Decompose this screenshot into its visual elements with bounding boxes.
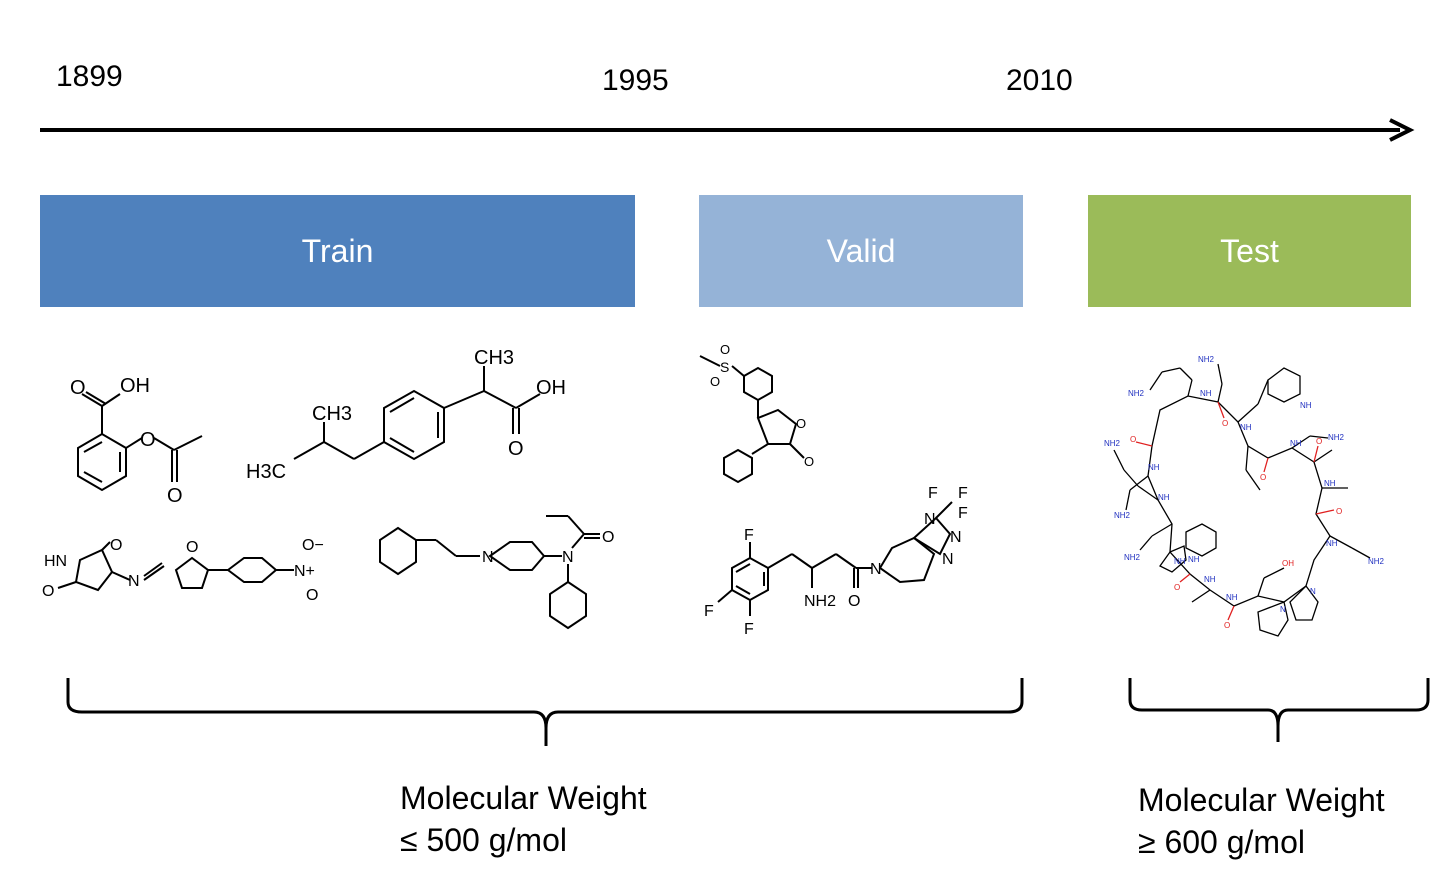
atom-label: HN [44,553,67,570]
atom-label: O [1336,507,1342,516]
valid-block: Valid [699,195,1023,307]
atom-label: NH [1300,401,1312,410]
atom-label: N [870,561,882,578]
left-group-brace [66,678,1024,746]
atom-label: NH [1188,555,1200,564]
atom-label: O [508,438,524,460]
atom-label: O [1224,621,1230,630]
atom-label: NH2 [1124,553,1141,562]
atom-label: NH [1324,479,1336,488]
test-label: Test [1220,232,1279,269]
atom-label: N [1280,605,1286,614]
atom-label: N [128,573,140,590]
atom-label: NH2 [1198,355,1215,364]
nitrofurantoin-structure: HN O O N O N+ O− O [42,537,324,604]
atom-label: N [562,549,574,566]
atom-label: F [744,621,754,638]
atom-label: N+ [294,563,315,580]
atom-label: F [704,603,714,620]
cyclic-peptide-structure: NH2 NH2 NH NH2 NH NH NH NH NH NH2 N N NH… [1104,355,1385,637]
atom-label: CH3 [474,347,514,369]
atom-label: NH [1158,493,1170,502]
atom-label: NH [1226,593,1238,602]
atom-label: NH2 [1368,557,1385,566]
atom-label: O [1260,473,1266,482]
aspirin-structure: O OH O O [70,375,203,507]
atom-label: O [1316,437,1322,446]
right-group-brace [1128,678,1430,742]
rofecoxib-structure: O S O O O [699,342,814,484]
atom-label: NH2 [1128,389,1145,398]
atom-label: F [958,485,968,502]
atom-label: F [958,505,968,522]
atom-label: NH [1174,557,1186,566]
atom-label: O [848,593,860,610]
atom-label: NH [1240,423,1252,432]
atom-label: O [186,539,198,556]
atom-label: O [42,583,54,600]
atom-label: O [1222,419,1228,428]
valid-label: Valid [826,232,896,269]
atom-label: O [110,537,122,554]
timeline-arrow [40,118,1415,142]
left-molecular-weight-caption: Molecular Weight ≤ 500 g/mol [400,778,647,861]
ibuprofen-structure: CH3 OH O CH3 H3C [246,347,566,483]
fentanyl-structure: N N O [379,515,614,630]
atom-label: NH2 [1114,511,1131,520]
atom-label: N [942,551,954,568]
atom-label: OH [536,377,566,399]
atom-label: N [950,529,962,546]
atom-label: NH [1148,463,1160,472]
atom-label: O [306,587,318,604]
train-label: Train [301,232,374,269]
sitagliptin-structure: F F F NH2 O N N N N F F F [704,485,968,638]
atom-label: NH [1290,439,1302,448]
atom-label: N [924,511,936,528]
test-block: Test [1088,195,1411,307]
atom-label: NH2 [1104,439,1121,448]
atom-label: O [167,485,183,507]
atom-label: O [1174,583,1180,592]
left-mw-value: ≤ 500 g/mol [400,821,567,858]
atom-label: NH [1326,539,1338,548]
atom-label: N [1310,587,1316,596]
train-block: Train [40,195,635,307]
year-label-1995: 1995 [602,64,669,97]
atom-label: NH2 [1328,433,1345,442]
year-label-1899: 1899 [56,60,123,93]
atom-label: O [602,529,614,546]
atom-label: O [710,374,720,389]
right-mw-title: Molecular Weight [1138,782,1385,818]
atom-label: N [482,549,494,566]
left-mw-title: Molecular Weight [400,780,647,816]
atom-label: OH [1282,559,1294,568]
atom-label: NH2 [804,593,836,610]
year-label-2010: 2010 [1006,64,1073,97]
atom-label: CH3 [312,403,352,425]
atom-label: F [744,527,754,544]
atom-label: O [720,342,730,357]
atom-label: OH [120,375,150,397]
atom-label: O [796,416,806,431]
right-molecular-weight-caption: Molecular Weight ≥ 600 g/mol [1138,780,1385,863]
atom-label: O [1130,435,1136,444]
atom-label: O [804,454,814,469]
right-mw-value: ≥ 600 g/mol [1138,823,1305,860]
atom-label: O [70,377,86,399]
atom-label: NH [1200,389,1212,398]
atom-label: O− [302,537,324,554]
atom-label: S [720,359,729,375]
atom-label: H3C [246,461,286,483]
atom-label: NH [1204,575,1216,584]
atom-label: O [140,429,156,451]
atom-label: F [928,485,938,502]
